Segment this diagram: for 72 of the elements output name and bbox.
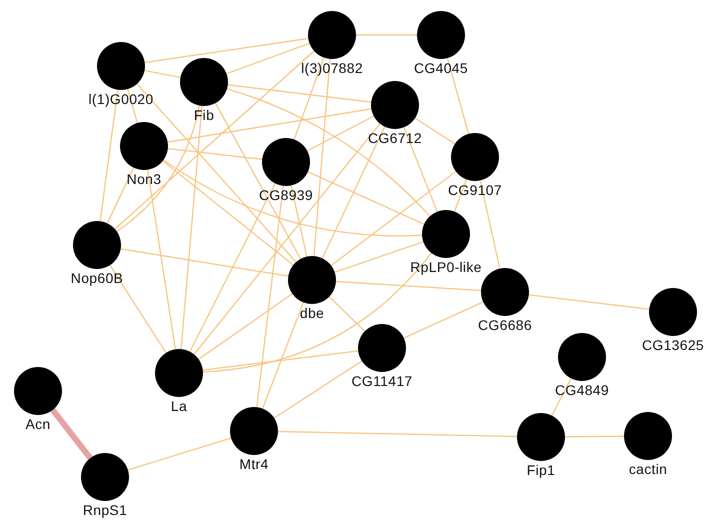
interaction-line [313,58,331,256]
interaction-line [128,438,232,470]
gene-label: CG8939 [259,187,313,203]
interaction-line [202,252,432,373]
interaction-line [551,378,572,416]
gene-label: RpLP0-like [410,259,482,275]
interaction-line [454,179,468,212]
interaction-line [147,170,176,350]
interaction-line [403,127,438,212]
gene-label: CG6712 [368,130,422,146]
interaction-line [228,84,372,103]
interaction-line [334,241,424,273]
interaction-line [168,108,372,143]
interaction-line [480,180,500,269]
interaction-line [109,264,167,354]
interaction-line [414,118,456,144]
interaction-line [322,126,386,259]
gene-label: CG9107 [448,182,502,198]
gene-label: CG4045 [414,60,468,76]
interaction-line [226,42,310,74]
gene-label: Fip1 [526,462,556,478]
interaction-line [330,170,456,266]
gene-label: Non3 [126,171,162,187]
interaction-line [278,430,518,438]
interaction-line [262,302,304,409]
interaction-line [168,148,262,160]
interaction-line [144,38,308,64]
interaction-line [274,360,362,418]
interaction-line [106,167,134,224]
gene-label: Mtr4 [239,456,269,472]
gene-label: CG4849 [555,382,609,398]
interaction-line [198,293,293,360]
interaction-line [136,84,296,262]
interaction-line [100,90,118,222]
gene-label: Fib [194,107,214,123]
interaction-line [189,183,276,352]
interaction-line [226,88,430,217]
interaction-line [116,105,200,232]
interaction-line [163,159,422,236]
gene-label: cactin [628,461,668,477]
interaction-line [404,301,484,339]
gene-label: CG11417 [352,373,412,389]
interaction-line [127,88,138,124]
gene-label: CG13625 [642,337,704,353]
gene-label: Nop60B [70,270,124,286]
interaction-line [50,408,93,460]
interaction-line [180,106,203,350]
gene-label: CG6686 [478,317,532,333]
interaction-line [356,34,417,36]
interaction-line [528,294,650,310]
interaction-line [214,102,302,260]
interaction-line [328,296,366,332]
gene-label: RnpS1 [82,502,128,518]
gene-label: La [170,398,188,414]
gene-label: Acn [25,416,51,432]
interaction-line [114,50,314,230]
interaction-line [194,123,380,355]
interaction-line [294,57,324,140]
interaction-line [565,436,624,438]
interaction-line [307,116,374,152]
interaction-line [120,248,288,277]
interaction-line [202,350,358,371]
interaction-line [290,185,308,257]
interaction-line [308,171,424,225]
gene-label: l(1)G0020 [88,91,154,107]
gene-label: dbe [300,305,324,321]
gene-label: l(3)07882 [301,60,363,76]
interaction-line [256,186,284,408]
interaction-line [336,280,482,292]
interaction-line [446,58,470,134]
interaction-line [162,160,294,266]
interaction-line [144,70,181,78]
